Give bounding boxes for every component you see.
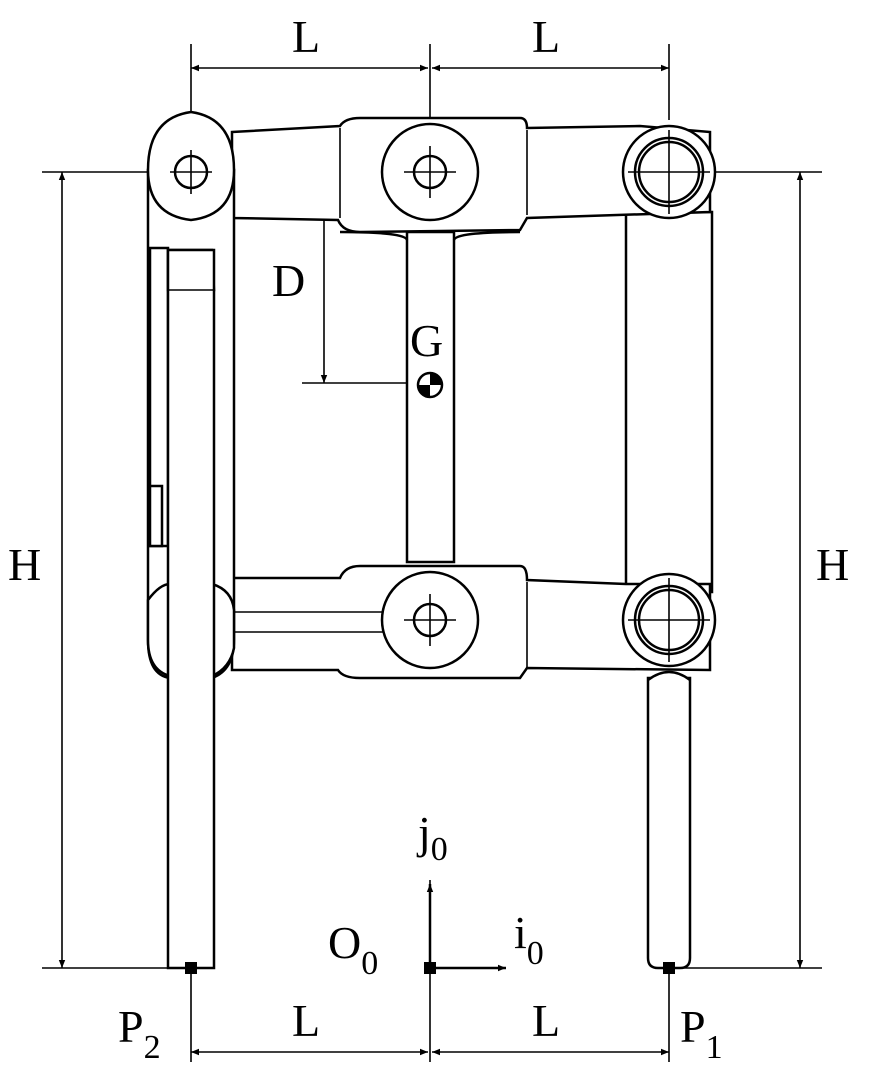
label-p1: P1 bbox=[680, 1001, 723, 1066]
origin-point bbox=[424, 962, 436, 974]
label-G: G bbox=[410, 315, 443, 366]
joint-top-center bbox=[380, 122, 480, 222]
joint-top-right bbox=[621, 124, 717, 220]
label-p2: P2 bbox=[118, 1001, 161, 1066]
joint-bottom-right bbox=[621, 572, 717, 668]
label-i-axis: i0 bbox=[514, 907, 544, 972]
label-left-H: H bbox=[8, 539, 41, 590]
label-D: D bbox=[272, 255, 305, 306]
center-of-gravity-marker bbox=[416, 371, 444, 399]
point-p1 bbox=[663, 962, 675, 974]
joint-bottom-center bbox=[380, 570, 480, 670]
right-leg bbox=[646, 670, 692, 970]
label-bottom-right-L: L bbox=[532, 995, 560, 1046]
label-bottom-left-L: L bbox=[292, 995, 320, 1046]
frame-axes bbox=[185, 884, 675, 974]
right-vertical-link bbox=[624, 210, 714, 594]
label-origin: O0 bbox=[328, 917, 378, 982]
joint-top-left bbox=[170, 150, 212, 194]
label-j-axis: j0 bbox=[416, 807, 448, 868]
left-leg bbox=[166, 248, 216, 970]
label-top-right-L: L bbox=[532, 11, 560, 62]
label-right-H: H bbox=[816, 539, 849, 590]
point-p2 bbox=[185, 962, 197, 974]
label-top-left-L: L bbox=[292, 11, 320, 62]
